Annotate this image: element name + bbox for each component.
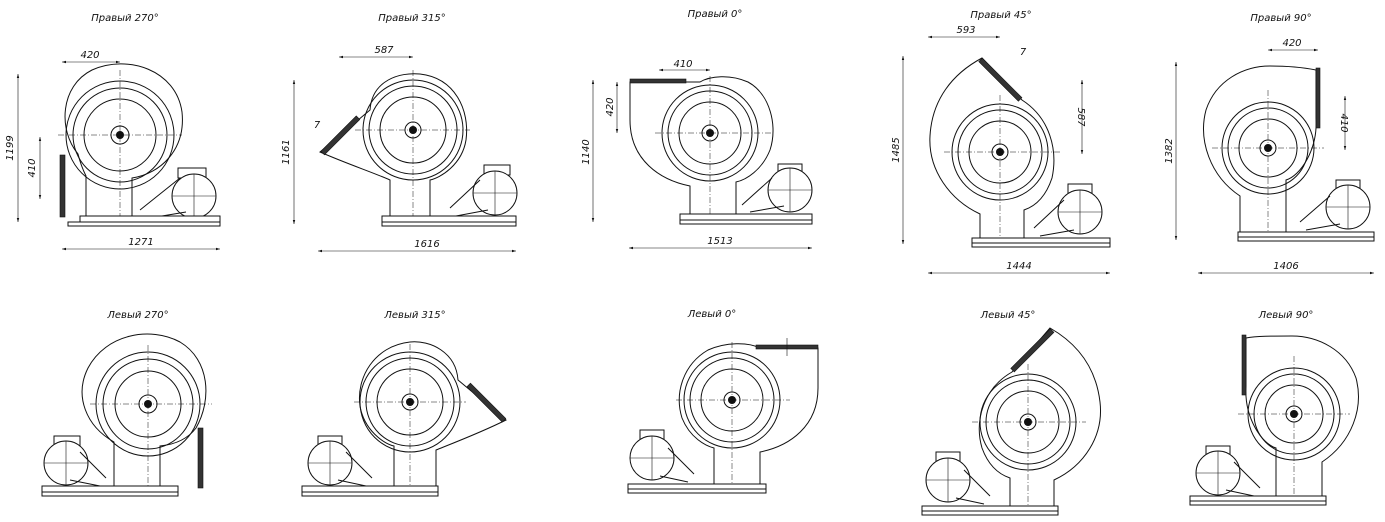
view-left-0: Левый 0° xyxy=(627,309,819,494)
view-title: Левый 0° xyxy=(687,309,737,320)
view-title: Левый 45° xyxy=(980,310,1036,321)
dim-outlet-size: 587 xyxy=(1075,107,1086,127)
dim-outlet-size: 420 xyxy=(605,97,616,116)
view-left-270: Левый 270° xyxy=(41,310,212,497)
view-title: Левый 315° xyxy=(383,310,445,321)
dimension-lines: 593 7 1485 587 1444 xyxy=(891,25,1110,275)
view-right-90: Правый 90° 420 1382 410 1406 xyxy=(1164,13,1375,275)
dim-flange-gap: 7 xyxy=(314,120,321,131)
dim-outlet-offset: 410 xyxy=(673,59,692,70)
fan-drawing xyxy=(301,341,507,497)
dim-height: 1485 xyxy=(891,137,902,162)
fan-drawing xyxy=(629,76,813,225)
dimension-lines: 410 1140 420 1513 xyxy=(581,59,812,250)
view-title: Правый 0° xyxy=(688,9,743,20)
view-title: Правый 270° xyxy=(91,13,159,24)
dim-outlet-size: 410 xyxy=(27,158,38,177)
view-title: Правый 45° xyxy=(970,10,1031,21)
dim-width: 1513 xyxy=(707,236,732,247)
dim-height: 1140 xyxy=(581,139,592,164)
dim-flange-gap: 7 xyxy=(1020,47,1027,58)
dim-width: 1406 xyxy=(1273,261,1298,272)
dim-height: 1382 xyxy=(1164,138,1175,163)
view-right-0: Правый 0° 410 1140 420 1513 xyxy=(581,9,813,250)
fan-drawing xyxy=(1203,65,1375,242)
dimension-lines: 587 1161 7 1616 xyxy=(281,45,516,253)
dim-width: 1444 xyxy=(1006,261,1031,272)
view-right-270: Правый 270° 420 1199 xyxy=(5,13,221,251)
dim-outlet-offset: 587 xyxy=(374,45,394,56)
fan-drawing xyxy=(627,338,819,494)
dim-outlet-size: 410 xyxy=(1338,113,1349,132)
view-title: Правый 315° xyxy=(378,13,446,24)
dim-outlet-offset: 420 xyxy=(1282,38,1301,49)
fan-drawing xyxy=(929,57,1111,248)
dimension-lines: 420 1199 410 1271 xyxy=(5,50,220,251)
fan-drawing xyxy=(58,63,221,227)
dim-width: 1271 xyxy=(128,237,153,248)
view-right-315: Правый 315° 587 1161 7 1616 xyxy=(281,13,518,253)
fan-drawing xyxy=(1189,334,1359,506)
dim-height: 1161 xyxy=(281,139,292,164)
fan-drawing xyxy=(921,327,1102,516)
view-title: Правый 90° xyxy=(1250,13,1311,24)
dim-height: 1199 xyxy=(5,135,16,160)
view-title: Левый 270° xyxy=(106,310,168,321)
view-left-90: Левый 90° xyxy=(1189,310,1359,506)
fan-drawing xyxy=(319,70,518,227)
view-left-45: Левый 45° xyxy=(921,310,1102,516)
dimension-lines: 420 1382 410 1406 xyxy=(1164,38,1374,275)
view-left-315: Левый 315° xyxy=(301,310,507,497)
dim-outlet-offset: 593 xyxy=(956,25,975,36)
fan-drawing xyxy=(41,333,212,497)
dim-width: 1616 xyxy=(414,239,439,250)
view-right-45: Правый 45° 593 7 1485 587 144 xyxy=(891,10,1111,275)
dim-outlet-offset: 420 xyxy=(80,50,99,61)
view-title: Левый 90° xyxy=(1258,310,1314,321)
